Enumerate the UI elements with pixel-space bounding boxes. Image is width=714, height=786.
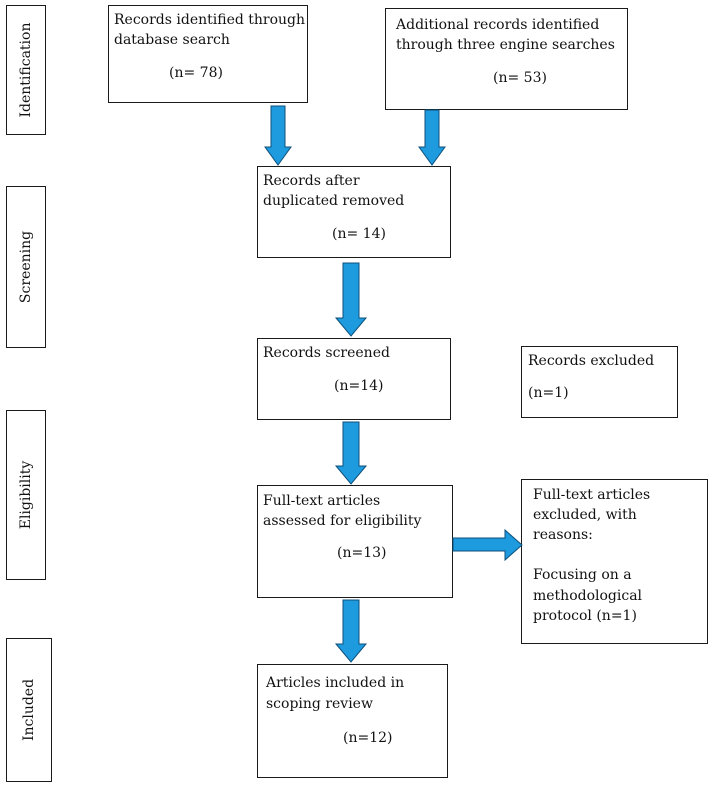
records-screened-count: (n=14)	[334, 378, 384, 394]
additional-records-line2: through three engine searches	[396, 37, 615, 53]
arrow-database-to-duplicates	[264, 105, 292, 166]
arrow-additional-to-duplicates	[418, 109, 446, 166]
records-screened-box: Records screened (n=14)	[257, 338, 451, 420]
database-search-line2: database search	[114, 32, 230, 48]
fulltext-assessed-count: (n=13)	[337, 545, 387, 561]
fulltext-excluded-line2: excluded, with	[533, 507, 637, 523]
fulltext-assessed-line2: assessed for eligibility	[263, 513, 422, 529]
after-duplicates-line1: Records after	[263, 173, 360, 189]
arrow-assessed-to-included	[334, 599, 368, 663]
records-excluded-line1: Records excluded	[528, 353, 655, 369]
after-duplicates-line2: duplicated removed	[263, 193, 405, 209]
after-duplicates-box: Records after duplicated removed (n= 14)	[257, 166, 451, 258]
additional-records-box: Additional records identified through th…	[385, 8, 628, 110]
fulltext-excluded-line4: Focusing on a	[533, 567, 632, 583]
additional-records-line1: Additional records identified	[396, 17, 600, 33]
fulltext-assessed-box: Full-text articles assessed for eligibil…	[257, 485, 453, 598]
stage-included: Included	[6, 638, 52, 782]
fulltext-excluded-line5: methodological	[533, 588, 643, 604]
stage-screening: Screening	[6, 186, 46, 348]
articles-included-box: Articles included in scoping review (n=1…	[257, 664, 448, 778]
database-search-count: (n= 78)	[169, 65, 223, 81]
fulltext-excluded-line1: Full-text articles	[533, 487, 651, 503]
records-excluded-count: (n=1)	[528, 385, 569, 401]
fulltext-excluded-box: Full-text articles excluded, with reason…	[521, 479, 708, 644]
database-search-line1: Records identified through	[114, 12, 306, 28]
arrow-screened-to-assessed	[334, 421, 368, 485]
fulltext-assessed-line1: Full-text articles	[263, 493, 381, 509]
additional-records-count: (n= 53)	[493, 70, 547, 86]
arrow-assessed-to-excluded	[452, 528, 523, 562]
articles-included-line2: scoping review	[266, 696, 373, 712]
articles-included-line1: Articles included in	[266, 675, 405, 691]
articles-included-count: (n=12)	[343, 730, 393, 746]
database-search-box: Records identified through database sear…	[108, 5, 308, 103]
stage-identification: Identification	[6, 5, 46, 135]
records-excluded-box: Records excluded (n=1)	[521, 346, 678, 418]
stage-eligibility: Eligibility	[6, 410, 46, 580]
fulltext-excluded-line3: reasons:	[533, 527, 593, 543]
records-screened-line1: Records screened	[263, 345, 390, 361]
after-duplicates-count: (n= 14)	[332, 226, 386, 242]
arrow-duplicates-to-screened	[334, 262, 368, 337]
fulltext-excluded-line6: protocol (n=1)	[533, 608, 637, 624]
